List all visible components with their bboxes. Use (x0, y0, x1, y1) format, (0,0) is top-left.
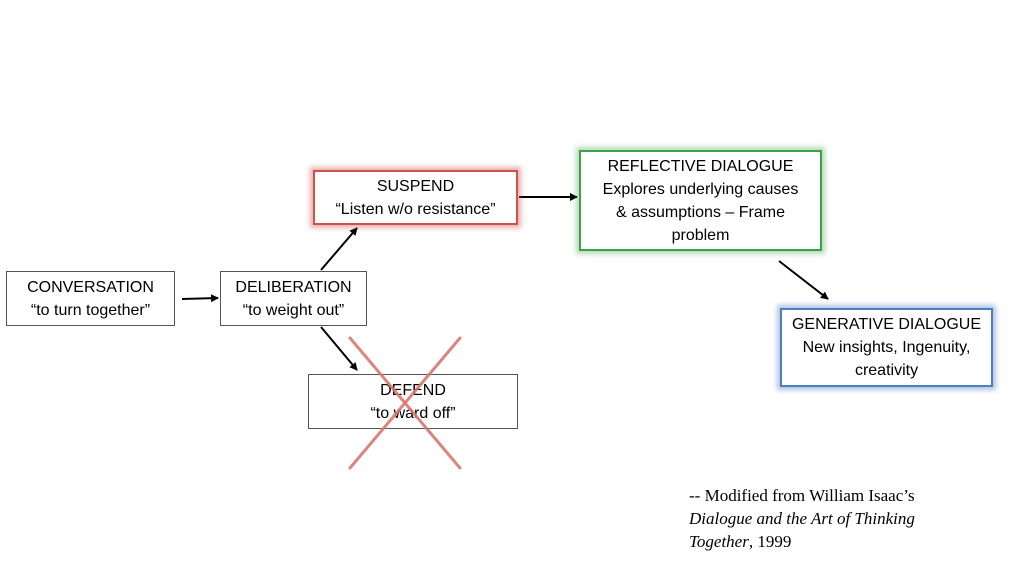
conversation-box: CONVERSATION “to turn together” (6, 271, 175, 326)
reflective-title: REFLECTIVE DIALOGUE (607, 157, 794, 175)
citation-book-title-2: Together (689, 532, 749, 551)
deliberation-box: DELIBERATION “to weight out” (220, 271, 367, 326)
citation-book-title-1: Dialogue and the Art of Thinking (689, 509, 915, 528)
reflective-dialogue-box: REFLECTIVE DIALOGUE Explores underlying … (579, 150, 822, 251)
reflective-line: problem (671, 226, 730, 244)
deliberation-subtitle: “to weight out” (242, 301, 345, 319)
defend-title: DEFEND (380, 381, 446, 399)
arrow-conversation-to-deliberation (181, 294, 219, 303)
suspend-title: SUSPEND (376, 177, 455, 195)
citation-year: , 1999 (748, 532, 792, 551)
citation-book-line2: Together, 1999 (689, 530, 989, 553)
arrow-reflective-to-generative (778, 260, 829, 300)
suspend-box: SUSPEND “Listen w/o resistance” (313, 170, 518, 225)
suspend-subtitle: “Listen w/o resistance” (335, 200, 496, 218)
conversation-title: CONVERSATION (27, 278, 154, 296)
reflective-line: & assumptions – Frame (616, 203, 785, 221)
citation: -- Modified from William Isaac’s Dialogu… (689, 484, 989, 553)
deliberation-title: DELIBERATION (235, 278, 352, 296)
citation-prefix: -- Modified from William Isaac’s (689, 486, 915, 505)
arrow-deliberation-to-defend (320, 326, 358, 371)
reflective-line: Explores underlying causes (602, 180, 799, 198)
defend-subtitle: “to ward off” (370, 404, 456, 422)
arrow-deliberation-to-suspend (320, 227, 358, 271)
conversation-subtitle: “to turn together” (30, 301, 151, 319)
generative-line: creativity (854, 362, 919, 379)
generative-title: GENERATIVE DIALOGUE (791, 316, 982, 333)
generative-line: New insights, Ingenuity, (802, 339, 971, 356)
generative-dialogue-box: GENERATIVE DIALOGUE New insights, Ingenu… (780, 308, 993, 387)
citation-book-line1: Dialogue and the Art of Thinking (689, 507, 989, 530)
defend-box: DEFEND “to ward off” (308, 374, 518, 429)
